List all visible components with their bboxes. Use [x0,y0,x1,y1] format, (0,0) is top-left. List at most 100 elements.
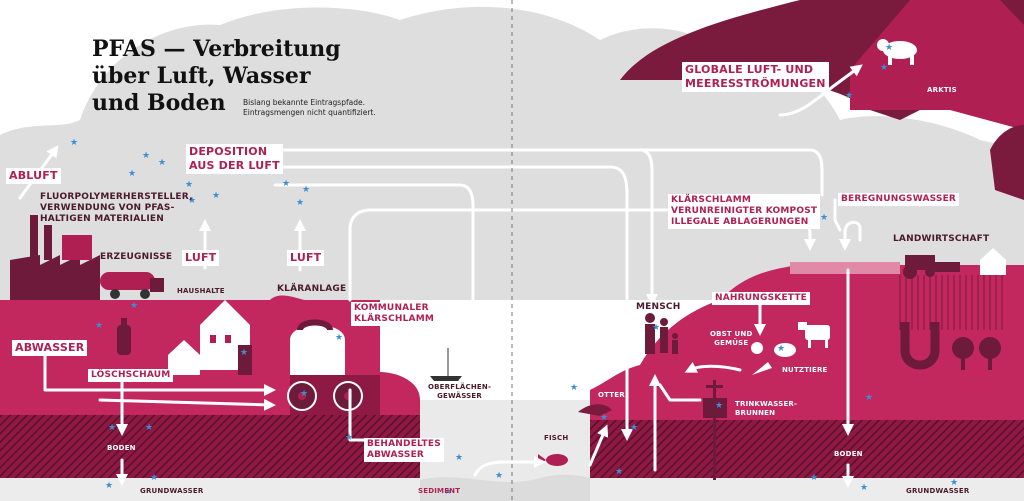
well-icon [703,380,727,480]
svg-text:★: ★ [302,185,310,195]
svg-text:★: ★ [950,478,958,488]
groundwater-left [0,478,420,501]
svg-text:★: ★ [880,63,888,73]
soil-right [590,420,1024,480]
svg-text:★: ★ [885,43,893,53]
label-fisch: FISCH [544,434,569,442]
label-behandeltes-abwasser: BEHANDELTES ABWASSER [364,438,444,462]
label-erzeugnisse: ERZEUGNISSE [100,252,173,262]
label-landwirtschaft: LANDWIRTSCHAFT [893,234,990,244]
svg-text:★: ★ [240,348,248,358]
farm-field [899,275,1003,330]
sailboat-icon [430,348,462,381]
subtitle-line-1: Bislang bekannte Eintragspfade. [243,98,365,107]
groundwater-right [590,478,1024,501]
svg-text:★: ★ [345,433,353,443]
cow-icon [798,322,830,348]
label-globale-l2: MEERESSTRÖMUNGEN [685,77,826,90]
apple-icon [751,342,763,354]
svg-text:★: ★ [95,321,103,331]
label-sediment: SEDIMENT [418,487,461,495]
label-luft-1: LUFT [182,250,220,266]
people-icon [645,313,678,354]
label-klaerschlamm-kompost: KLÄRSCHLAMM VERUNREINIGTER KOMPOST ILLEG… [668,194,821,229]
label-beregnungswasser: BEREGNUNGSWASSER [838,193,960,206]
label-kommunaler-l1: KOMMUNALER [354,303,429,313]
label-abluft: ABLUFT [6,168,61,184]
svg-text:★: ★ [570,383,578,393]
label-abwasser: ABWASSER [12,340,88,356]
svg-text:★: ★ [296,198,304,208]
houses-icon [168,300,252,375]
svg-text:★: ★ [142,151,150,161]
label-grundwasser-1: GRUNDWASSER [140,487,204,495]
soil-left [0,415,420,480]
label-deposition: DEPOSITION AUS DER LUFT [186,144,283,174]
svg-text:★: ★ [108,423,116,433]
arctic-roof [850,0,1024,130]
label-klaerschlamm-l2: VERUNREINIGTER KOMPOST [671,206,818,216]
treatment-plant-icon [287,319,380,415]
svg-text:★: ★ [865,393,873,403]
fire-extinguisher-icon [117,318,131,355]
page-title: PFAS — Verbreitung über Luft, Wasser und… [92,36,341,117]
label-fluorpolymer-l1: FLUORPOLYMERHERSTELLER, [40,192,193,202]
svg-text:★: ★ [860,483,868,493]
truck-icon [100,272,164,299]
label-deposition-l1: DEPOSITION [189,145,268,158]
svg-text:★: ★ [128,169,136,179]
label-kommunaler-klaerschlamm: KOMMUNALER KLÄRSCHLAMM [351,302,438,326]
otter-icon [578,404,612,416]
tractor-icon [903,255,960,279]
label-obst-l2: GEMÜSE [714,339,749,347]
label-obst-l1: OBST UND [710,330,753,338]
label-oberflaechen-l2: GEWÄSSER [437,392,482,400]
label-boden-1: BODEN [107,444,136,452]
label-otter: OTTER [598,391,625,399]
svg-text:★: ★ [150,473,158,483]
silo-icon [900,322,940,370]
svg-text:★: ★ [145,423,153,433]
svg-text:★: ★ [820,213,828,223]
svg-text:★: ★ [212,191,220,201]
sediment-band [420,474,620,501]
label-kommunaler-l2: KLÄRSCHLAMM [354,314,435,324]
svg-text:★: ★ [300,389,308,399]
label-behandeltes-l2: ABWASSER [367,450,425,460]
label-globale-l1: GLOBALE LUFT- UND [685,63,814,76]
label-behandeltes-l1: BEHANDELTES [367,439,441,449]
label-luft-2: LUFT [287,250,325,266]
title-line-3: und Boden [92,90,226,116]
label-obst-gemuese: OBST UND GEMÜSE [710,330,753,348]
farmhouse-icon [980,248,1006,275]
label-trinkwasser-l1: TRINKWASSER- [735,400,798,408]
label-trinkwasserbrunnen: TRINKWASSER- BRUNNEN [735,400,797,418]
svg-text:★: ★ [615,467,623,477]
svg-text:★: ★ [600,413,608,423]
svg-text:★: ★ [652,323,660,333]
svg-text:★: ★ [70,138,78,148]
label-oberflaechengewaesser: OBERFLÄCHEN- GEWÄSSER [428,383,491,401]
label-mensch: MENSCH [636,302,681,312]
svg-text:★: ★ [185,180,193,190]
svg-text:★: ★ [777,344,785,354]
label-klaerschlamm-l1: KLÄRSCHLAMM [671,195,752,205]
label-klaeranlage: KLÄRANLAGE [277,284,347,294]
pfas-markers: ★★★ ★★★ ★★★ ★★★ ★★★ ★★★ ★★★ ★★★ ★★★ ★★★ … [70,43,958,497]
svg-text:★: ★ [158,158,166,168]
label-nahrungskette: NAHRUNGSKETTE [712,292,811,305]
svg-text:★: ★ [105,481,113,491]
label-arktis: ARKTIS [927,86,957,94]
svg-text:★: ★ [455,453,463,463]
svg-text:★: ★ [444,487,452,497]
label-fluorpolymer-l3: HALTIGEN MATERIALIEN [40,214,164,224]
label-globale-stroemungen: GLOBALE LUFT- UND MEERESSTRÖMUNGEN [682,62,829,92]
title-line-1: PFAS — Verbreitung [92,36,341,62]
svg-text:★: ★ [495,471,503,481]
factory-icon [10,215,100,300]
subtitle: Bislang bekannte Eintragspfade. Eintrags… [243,98,376,118]
label-fluorpolymer: FLUORPOLYMERHERSTELLER, VERWENDUNG VON P… [40,192,193,225]
label-loeschschaum: LÖSCHSCHAUM [88,369,174,382]
svg-text:★: ★ [335,333,343,343]
